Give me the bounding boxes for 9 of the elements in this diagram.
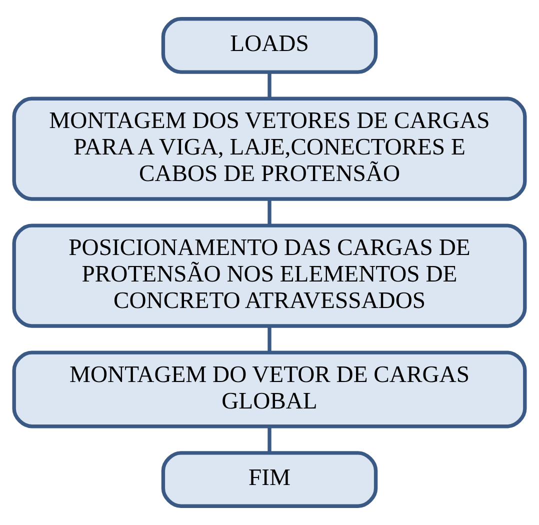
node-box: MONTAGEM DO VETOR DE CARGAS GLOBAL	[12, 350, 527, 428]
node-box: FIM	[161, 451, 378, 508]
node-box: LOADS	[161, 17, 378, 74]
connector	[268, 426, 272, 453]
node-box: MONTAGEM DOS VETORES DE CARGAS PARA A VIGA, LAJE,CONECTORES E CABOS DE PROTENSÃO	[12, 96, 527, 201]
connector	[268, 72, 272, 99]
node-box: POSICIONAMENTO DAS CARGAS DE PROTENSÃO NOS ELEMENTOS DE CONCRETO ATRAVESSADOS	[12, 224, 527, 328]
connector	[268, 199, 272, 226]
connector	[268, 326, 272, 352]
